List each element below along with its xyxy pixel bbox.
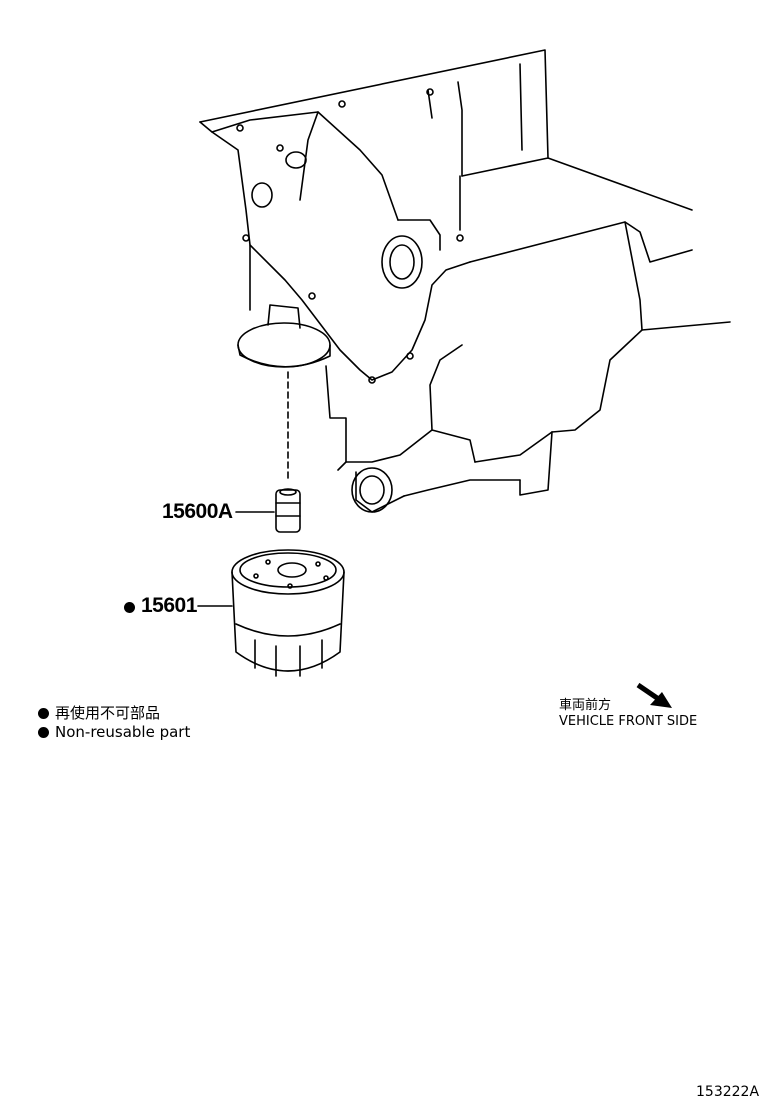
- legend-jp-text: 再使用不可部品: [55, 704, 161, 722]
- part-number-15601-label: 15601: [141, 594, 197, 617]
- legend-non-reusable-jp: 再使用不可部品: [38, 702, 160, 723]
- bullet-dot-icon: [38, 708, 49, 719]
- orientation-label-en: VEHICLE FRONT SIDE: [559, 714, 698, 729]
- oil-filter-illustration: [231, 549, 345, 677]
- orientation-label-jp: 車両前方: [559, 698, 612, 713]
- non-reusable-marker-icon: [124, 602, 135, 613]
- legend-en-text: Non-reusable part: [55, 723, 191, 741]
- bullet-dot-icon: [38, 727, 49, 738]
- legend-non-reusable-en: Non-reusable part: [38, 723, 190, 741]
- union-bolt-illustration: [275, 488, 301, 533]
- part-number-15601: 15601: [124, 594, 197, 618]
- figure-id: 153222A: [696, 1084, 760, 1100]
- part-number-15600A: 15600A: [162, 500, 233, 523]
- vehicle-front-arrow: [636, 682, 672, 708]
- oil-pan-illustration: [199, 49, 731, 513]
